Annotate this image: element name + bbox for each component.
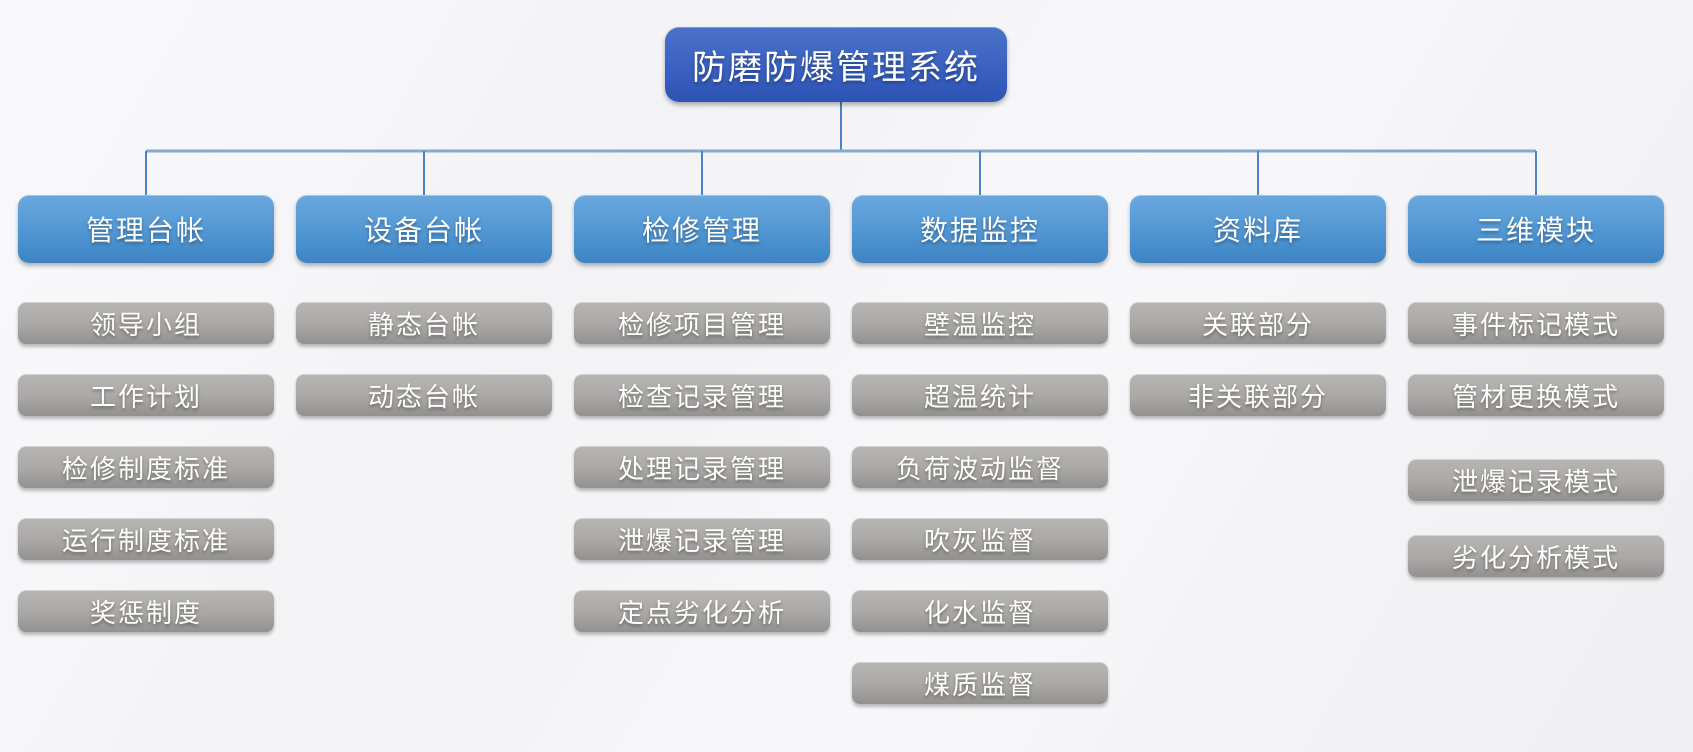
branch-column-0: 管理台帐领导小组工作计划检修制度标准运行制度标准奖惩制度 [18,195,274,632]
child-node: 定点劣化分析 [574,590,830,632]
branch-column-4: 资料库关联部分非关联部分 [1130,195,1386,416]
branch-column-3: 数据监控壁温监控超温统计负荷波动监督吹灰监督化水监督煤质监督 [852,195,1108,704]
child-node: 超温统计 [852,374,1108,416]
child-node: 劣化分析模式 [1408,535,1664,577]
child-node: 负荷波动监督 [852,446,1108,488]
child-node: 检修项目管理 [574,302,830,344]
branch-node: 数据监控 [852,195,1108,263]
branch-node: 管理台帐 [18,195,274,263]
child-node: 管材更换模式 [1408,374,1664,416]
branch-node: 三维模块 [1408,195,1664,263]
child-node: 检查记录管理 [574,374,830,416]
child-nodes: 事件标记模式管材更换模式泄爆记录模式劣化分析模式 [1408,302,1664,577]
child-nodes: 领导小组工作计划检修制度标准运行制度标准奖惩制度 [18,302,274,632]
child-node: 检修制度标准 [18,446,274,488]
child-nodes: 关联部分非关联部分 [1130,302,1386,416]
child-node: 非关联部分 [1130,374,1386,416]
child-node: 壁温监控 [852,302,1108,344]
branch-node: 设备台帐 [296,195,552,263]
child-node: 吹灰监督 [852,518,1108,560]
branch-column-2: 检修管理检修项目管理检查记录管理处理记录管理泄爆记录管理定点劣化分析 [574,195,830,632]
root-node: 防磨防爆管理系统 [665,27,1007,102]
child-nodes: 检修项目管理检查记录管理处理记录管理泄爆记录管理定点劣化分析 [574,302,830,632]
child-node: 领导小组 [18,302,274,344]
child-nodes: 壁温监控超温统计负荷波动监督吹灰监督化水监督煤质监督 [852,302,1108,704]
branch-column-5: 三维模块事件标记模式管材更换模式泄爆记录模式劣化分析模式 [1408,195,1664,577]
child-node: 静态台帐 [296,302,552,344]
child-node: 动态台帐 [296,374,552,416]
branch-column-1: 设备台帐静态台帐动态台帐 [296,195,552,416]
child-node: 泄爆记录模式 [1408,459,1664,501]
child-node: 运行制度标准 [18,518,274,560]
child-node: 泄爆记录管理 [574,518,830,560]
child-node: 处理记录管理 [574,446,830,488]
branch-node: 检修管理 [574,195,830,263]
child-nodes: 静态台帐动态台帐 [296,302,552,416]
child-node: 事件标记模式 [1408,302,1664,344]
child-node: 关联部分 [1130,302,1386,344]
child-node: 化水监督 [852,590,1108,632]
child-node: 煤质监督 [852,662,1108,704]
child-node: 奖惩制度 [18,590,274,632]
child-node: 工作计划 [18,374,274,416]
branch-node: 资料库 [1130,195,1386,263]
